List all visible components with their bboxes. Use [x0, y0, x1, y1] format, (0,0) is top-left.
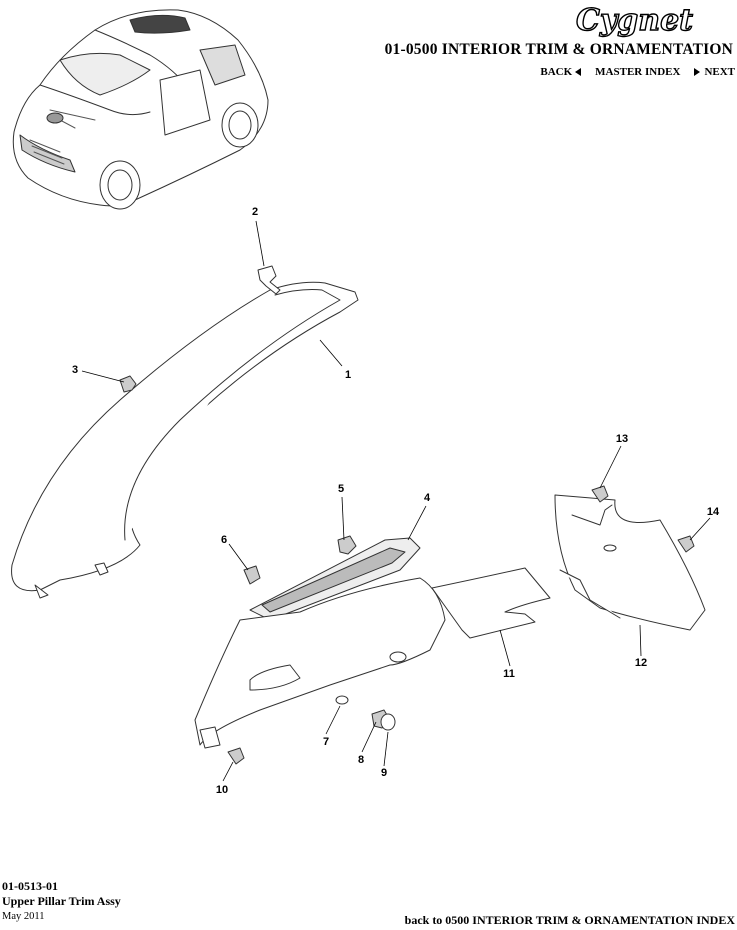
part-5-clip: [337, 535, 357, 555]
next-arrow-icon: [694, 68, 701, 76]
callout-7: 7: [322, 736, 330, 748]
callout-3: 3: [71, 364, 79, 376]
callout-10: 10: [215, 784, 229, 796]
part-2-clip: [257, 265, 281, 295]
callout-1: 1: [344, 369, 352, 381]
publication-date: May 2011: [2, 911, 45, 922]
cygnet-logo: Cygnet: [575, 2, 694, 38]
part-reference: 01-0513-01 Upper Pillar Trim Assy May 20…: [2, 879, 121, 924]
car-illustration: [12, 9, 269, 210]
callout-5: 5: [337, 483, 345, 495]
part-11-panel: [431, 567, 551, 639]
logo-lettering: Cygnet: [576, 3, 693, 38]
callout-13: 13: [615, 433, 629, 445]
part-7-washer: [335, 695, 349, 705]
next-label: NEXT: [704, 66, 735, 78]
callout-14: 14: [706, 506, 720, 518]
master-index-label: MASTER INDEX: [595, 66, 681, 78]
part-1-upper-pillar-trim: [11, 281, 359, 599]
callout-8: 8: [357, 754, 365, 766]
back-link[interactable]: BACK: [540, 66, 582, 78]
leader-lines: [81, 220, 711, 782]
callout-11: 11: [503, 668, 515, 680]
part-3-clip: [119, 375, 137, 393]
part-4-quarter-trim: [194, 537, 446, 749]
back-arrow-icon: [575, 68, 582, 76]
part-6-clip: [243, 565, 261, 585]
back-label: BACK: [540, 66, 573, 78]
part-9-cap: [380, 713, 396, 731]
part-name: Upper Pillar Trim Assy: [2, 894, 121, 908]
navigation-bar: BACK MASTER INDEX NEXT: [540, 66, 735, 78]
callout-2: 2: [251, 206, 259, 218]
callout-9: 9: [380, 767, 388, 779]
callout-6: 6: [220, 534, 228, 546]
master-index-link[interactable]: MASTER INDEX: [595, 66, 680, 78]
callout-12: 12: [634, 657, 648, 669]
part-12-lower-trim: [554, 494, 706, 631]
callout-4: 4: [423, 492, 431, 504]
part-number: 01-0513-01: [2, 879, 58, 893]
next-link[interactable]: NEXT: [694, 66, 735, 78]
part-10-clip: [227, 747, 245, 765]
back-to-index-link[interactable]: back to 0500 INTERIOR TRIM & ORNAMENTATI…: [404, 913, 735, 927]
section-title: 01-0500 INTERIOR TRIM & ORNAMENTATION: [384, 41, 733, 58]
